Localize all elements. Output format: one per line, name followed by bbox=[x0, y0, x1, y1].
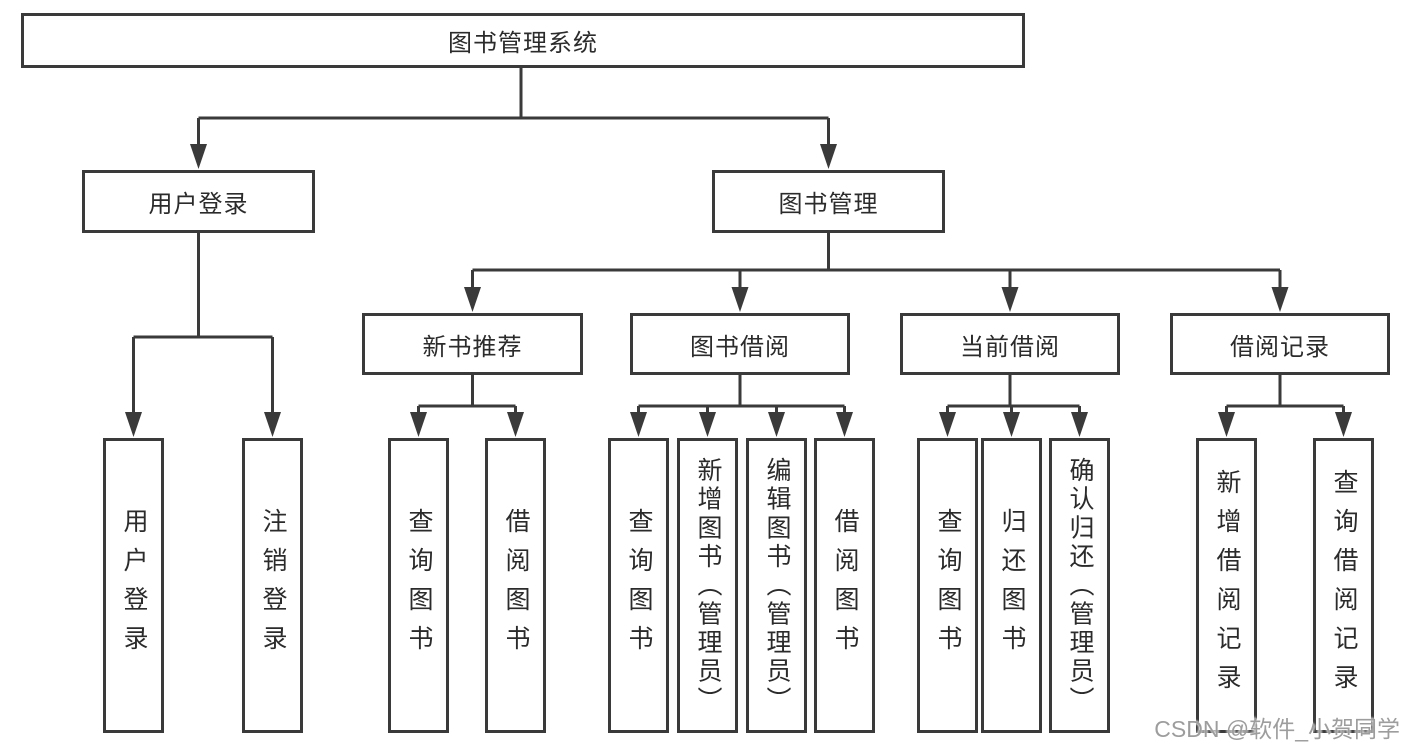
connector-user-login bbox=[132, 233, 274, 414]
arrowhead-icon bbox=[939, 412, 956, 437]
connector-root bbox=[197, 68, 830, 146]
node-book-management: 图书管理 bbox=[712, 170, 945, 233]
connector-borrow-records bbox=[1225, 375, 1345, 414]
arrowhead-icon bbox=[1335, 412, 1352, 437]
arrowhead-icon bbox=[190, 144, 207, 169]
arrowhead-icon bbox=[1271, 287, 1289, 312]
leaf-borrow-books: 借阅图书 bbox=[485, 438, 546, 733]
leaf-query-books: 查询图书 bbox=[608, 438, 669, 733]
arrowhead-icon bbox=[264, 412, 281, 437]
node-label: 借阅记录 bbox=[1230, 333, 1330, 361]
arrowhead-icon bbox=[836, 412, 853, 437]
leaf-label: 新增图书（管理员） bbox=[694, 456, 722, 715]
leaf-add-borrow-record: 新增借阅记录 bbox=[1196, 438, 1257, 733]
leaf-query-books: 查询图书 bbox=[388, 438, 449, 733]
csdn-watermark: CSDN @软件_小贺同学 bbox=[1154, 716, 1400, 742]
connector-new-book bbox=[417, 375, 517, 414]
arrowhead-icon bbox=[1218, 412, 1235, 437]
leaf-return-books: 归还图书 bbox=[981, 438, 1042, 733]
leaf-label: 借阅图书 bbox=[831, 507, 859, 664]
leaf-label: 新增借阅记录 bbox=[1213, 468, 1241, 703]
arrowhead-icon bbox=[731, 287, 749, 312]
leaf-label: 借阅图书 bbox=[502, 507, 530, 664]
node-new-book-recommend: 新书推荐 bbox=[362, 313, 583, 375]
connector-book-borrow bbox=[637, 375, 846, 414]
leaf-label: 编辑图书（管理员） bbox=[763, 456, 791, 715]
leaf-borrow-books: 借阅图书 bbox=[814, 438, 875, 733]
arrowhead-icon bbox=[768, 412, 785, 437]
arrowhead-icon bbox=[125, 412, 142, 437]
node-book-borrow: 图书借阅 bbox=[630, 313, 850, 375]
node-borrow-records: 借阅记录 bbox=[1170, 313, 1390, 375]
node-label: 用户登录 bbox=[148, 191, 249, 218]
leaf-label: 查询图书 bbox=[405, 507, 433, 664]
leaf-add-books-admin: 新增图书（管理员） bbox=[677, 438, 738, 733]
leaf-label: 用户登录 bbox=[120, 507, 148, 664]
node-label: 图书管理系统 bbox=[448, 30, 598, 57]
leaf-logout: 注销登录 bbox=[242, 438, 303, 733]
leaf-confirm-return-admin: 确认归还（管理员） bbox=[1049, 438, 1110, 733]
leaf-label: 查询图书 bbox=[625, 507, 653, 664]
node-label: 新书推荐 bbox=[422, 333, 523, 361]
leaf-edit-books-admin: 编辑图书（管理员） bbox=[746, 438, 807, 733]
node-library-system: 图书管理系统 bbox=[21, 13, 1025, 68]
arrowhead-icon bbox=[410, 412, 427, 437]
node-user-login: 用户登录 bbox=[82, 170, 315, 233]
arrowhead-icon bbox=[699, 412, 716, 437]
arrowhead-icon bbox=[1001, 287, 1019, 312]
arrowhead-icon bbox=[507, 412, 524, 437]
arrowhead-icon bbox=[1071, 412, 1088, 437]
connector-current-borrow bbox=[946, 375, 1081, 414]
arrowhead-icon bbox=[630, 412, 647, 437]
leaf-label: 确认归还（管理员） bbox=[1066, 456, 1094, 715]
arrowhead-icon bbox=[820, 144, 837, 169]
leaf-label: 注销登录 bbox=[259, 507, 287, 664]
leaf-label: 查询图书 bbox=[934, 507, 962, 664]
node-current-borrow: 当前借阅 bbox=[900, 313, 1120, 375]
node-label: 当前借阅 bbox=[960, 333, 1060, 361]
leaf-query-borrow-record: 查询借阅记录 bbox=[1313, 438, 1374, 733]
leaf-user-login: 用户登录 bbox=[103, 438, 164, 733]
arrowhead-icon bbox=[464, 287, 481, 312]
node-label: 图书管理 bbox=[778, 191, 879, 218]
connector-book-mgmt bbox=[471, 233, 1282, 290]
leaf-label: 归还图书 bbox=[998, 507, 1026, 664]
node-label: 图书借阅 bbox=[690, 333, 790, 361]
leaf-query-books: 查询图书 bbox=[917, 438, 978, 733]
leaf-label: 查询借阅记录 bbox=[1330, 468, 1358, 703]
arrowhead-icon bbox=[1003, 412, 1020, 437]
